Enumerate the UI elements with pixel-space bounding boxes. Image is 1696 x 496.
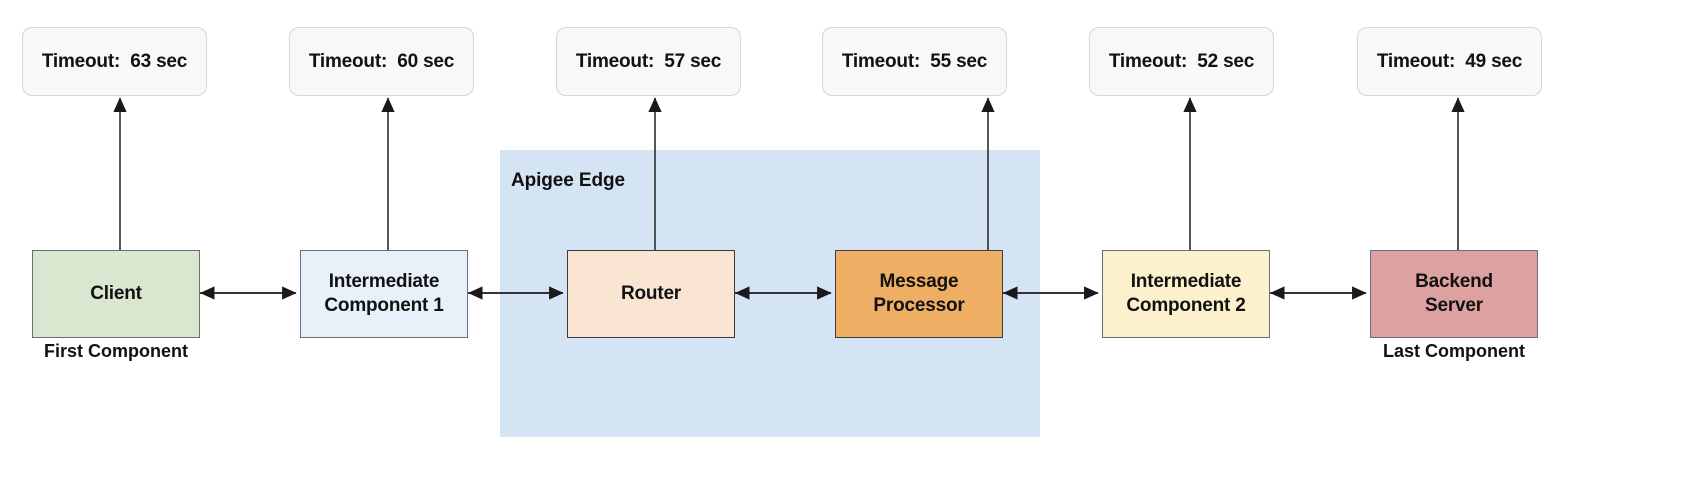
timeout-badge-text: Timeout: 60 sec <box>308 50 455 72</box>
component-box-router[interactable]: Router <box>567 250 735 338</box>
component-box-intermediate-2[interactable]: Intermediate Component 2 <box>1102 250 1270 338</box>
timeout-badge-client: Timeout: 63 sec <box>22 27 207 96</box>
component-label-line2: Component 2 <box>1126 295 1246 316</box>
first-component-caption: First Component <box>44 341 188 361</box>
component-label-line1: Router <box>620 283 682 305</box>
timeout-badge-text: Timeout: 49 sec <box>1376 50 1523 72</box>
component-box-backend-server[interactable]: Backend Server <box>1370 250 1538 338</box>
component-box-intermediate-1[interactable]: Intermediate Component 1 <box>300 250 468 338</box>
component-label-line2: Server <box>1425 295 1483 316</box>
component-label: Intermediate Component 1 <box>320 270 447 317</box>
timeout-badge-text: Timeout: 52 sec <box>1108 50 1255 72</box>
component-label-line1: Intermediate <box>328 271 440 293</box>
timeout-badge-intermediate-1: Timeout: 60 sec <box>289 27 474 96</box>
timeout-badge-text: Timeout: 57 sec <box>575 50 722 72</box>
component-label: Backend Server <box>1411 270 1497 317</box>
component-label-line1: Backend <box>1415 271 1493 293</box>
component-label-line2: Processor <box>873 295 965 316</box>
timeout-badge-message-processor: Timeout: 55 sec <box>822 27 1007 96</box>
component-label: Intermediate Component 2 <box>1122 270 1249 317</box>
component-box-message-processor[interactable]: Message Processor <box>835 250 1003 338</box>
component-label-line1: Intermediate <box>1130 271 1242 293</box>
component-box-client[interactable]: Client <box>32 250 200 338</box>
last-component-caption: Last Component <box>1383 341 1525 361</box>
component-label-line2: Component 1 <box>324 295 444 316</box>
component-label: Router <box>617 282 685 306</box>
apigee-edge-label: Apigee Edge <box>511 170 625 191</box>
timeout-badge-text: Timeout: 55 sec <box>841 50 988 72</box>
timeout-badge-intermediate-2: Timeout: 52 sec <box>1089 27 1274 96</box>
timeout-badge-router: Timeout: 57 sec <box>556 27 741 96</box>
timeout-badge-backend-server: Timeout: 49 sec <box>1357 27 1542 96</box>
component-label: Client <box>86 282 146 306</box>
component-label: Message Processor <box>869 270 968 317</box>
timeout-badge-text: Timeout: 63 sec <box>41 50 188 72</box>
component-label-line1: Client <box>90 283 142 305</box>
component-label-line1: Message <box>879 271 959 293</box>
